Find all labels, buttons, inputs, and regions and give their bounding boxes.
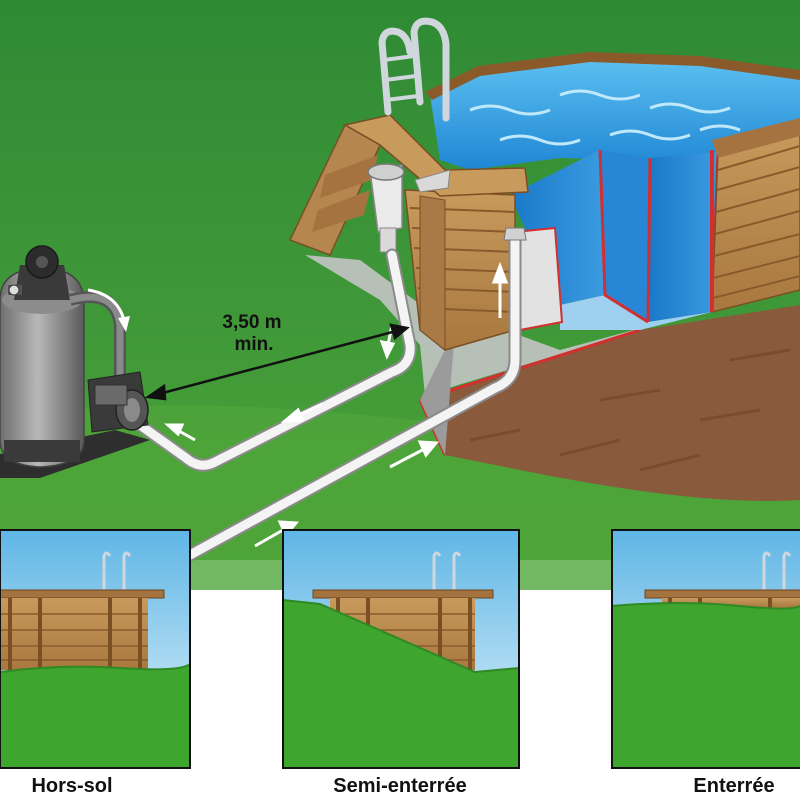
distance-value: 3,50 m: [222, 312, 281, 333]
suction-pipe-highlight: [135, 250, 415, 470]
panel-hors-sol: [0, 529, 191, 769]
water-ripples: [469, 89, 741, 146]
return-nozzle: [503, 227, 527, 241]
wood-wall-right: [710, 118, 800, 313]
ladder-base-plate: [414, 169, 451, 193]
skimmer-icon: [367, 163, 405, 253]
sand-filter-icon: [0, 245, 150, 478]
liner-wall-right: [648, 152, 718, 322]
return-pipe-highlight: [185, 230, 520, 560]
panel-semi-enterree: [282, 529, 520, 769]
label-semi-enterree: Semi-enterrée: [333, 775, 466, 797]
label-enterree: Enterrée: [693, 775, 774, 797]
wood-ledge-front: [342, 114, 529, 197]
distance-arrow: [144, 323, 410, 401]
gravel-bed: [305, 255, 700, 395]
soil-texture: [469, 348, 791, 472]
liner-floor: [560, 295, 712, 330]
soil-excavation: [430, 305, 800, 501]
label-hors-sol: Hors-sol: [31, 775, 112, 797]
pool-ladder-icon: [432, 551, 462, 592]
flow-arrow-icon: [164, 261, 509, 548]
pump-flow-arrowhead: [118, 316, 130, 332]
pool-ladder-icon: [762, 551, 792, 592]
gravel-side: [420, 330, 455, 455]
wood-buttress: [288, 123, 381, 256]
pool-ladder-icon: [102, 551, 132, 592]
pool-water: [430, 58, 800, 170]
pool-rim: [425, 52, 800, 100]
distance-suffix: min.: [234, 334, 273, 355]
liner-wall-left: [510, 150, 605, 305]
pool-ladder-icon: [378, 17, 450, 122]
panel-enterree: [611, 529, 800, 769]
cut-panel: [513, 226, 564, 332]
liner-wall-center: [600, 150, 650, 322]
wood-wall-front: [404, 189, 516, 352]
